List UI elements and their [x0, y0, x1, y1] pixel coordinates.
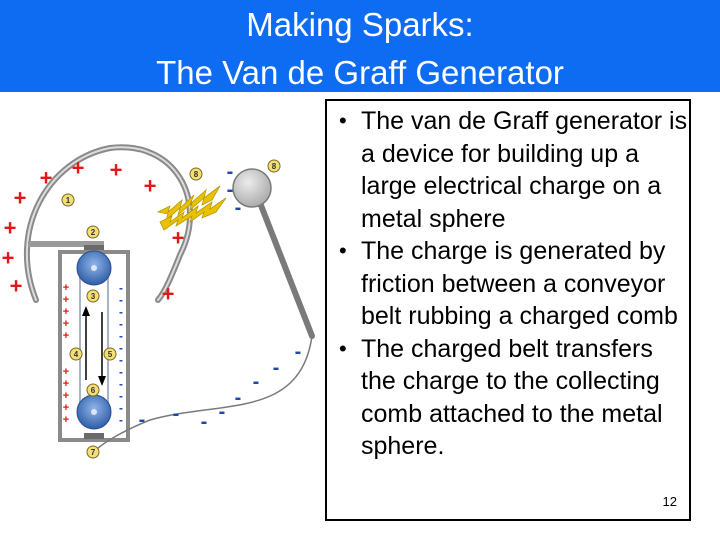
- part-label-number: 5: [108, 350, 113, 359]
- minus-charge-sign: -: [227, 179, 234, 201]
- bullet-dot: •: [339, 335, 347, 361]
- plus-charge-sign: +: [162, 282, 175, 307]
- ground-wire: [93, 335, 313, 453]
- belt-plus-sign: +: [63, 366, 69, 378]
- bullet-item: • The van de Graff generator is a device …: [339, 105, 691, 235]
- minus-charge-sign: -: [253, 371, 260, 393]
- part-label-number: 1: [66, 196, 71, 205]
- belt-minus-sign: -: [119, 293, 123, 307]
- plus-charge-sign: +: [2, 246, 15, 271]
- plus-charge-sign: +: [14, 186, 27, 211]
- part-label-number: 7: [91, 448, 96, 457]
- minus-charge-sign: -: [235, 197, 242, 219]
- belt-plus-sign: +: [63, 330, 69, 342]
- bullet-item: • The charge is generated by friction bet…: [339, 235, 691, 333]
- belt-minus-sign: -: [119, 281, 123, 295]
- belt-minus-sign: -: [119, 341, 123, 355]
- plus-charge-sign: +: [110, 158, 123, 183]
- belt-minus-sign: -: [119, 389, 123, 403]
- part-label-badge: [69, 347, 83, 361]
- bullet-dot: •: [339, 108, 347, 133]
- collecting-comb: [28, 241, 104, 247]
- belt-minus-sign: -: [119, 329, 123, 343]
- plus-charge-sign: +: [144, 174, 157, 199]
- spark: [156, 185, 227, 231]
- part-label-badge: [86, 445, 100, 459]
- minus-charge-sign: -: [235, 387, 242, 409]
- bullet-dot: •: [339, 238, 347, 263]
- plus-charge-sign: +: [10, 274, 23, 299]
- belt-plus-sign: +: [63, 414, 69, 426]
- part-label-badge: [61, 193, 75, 207]
- bullet-text-box: • The van de Graff generator is a device …: [325, 99, 691, 521]
- part-label-badge: [86, 289, 100, 303]
- bullet-text: The van de Graff generator is a device f…: [361, 107, 688, 233]
- van-de-graaff-diagram: ++++++++++++++++++++--------------------…: [2, 144, 315, 459]
- bullet-text: The charged belt transfers the charge to…: [361, 334, 663, 461]
- part-label-number: 8: [194, 170, 199, 179]
- belt-plus-sign: +: [63, 378, 69, 390]
- belt-plus-sign: +: [63, 318, 69, 330]
- page-number: 12: [662, 494, 677, 509]
- part-label-number: 4: [74, 350, 79, 359]
- belt-plus-sign: +: [63, 402, 69, 414]
- belt-minus-sign: -: [119, 353, 123, 367]
- belt-minus-sign: -: [119, 305, 123, 319]
- belt-plus-sign: +: [63, 282, 69, 294]
- belt-minus-sign: -: [119, 317, 123, 331]
- bullet-list: • The van de Graff generator is a device …: [339, 105, 691, 463]
- belt-plus-sign: +: [63, 390, 69, 402]
- belt-minus-sign: -: [119, 377, 123, 391]
- minus-charge-sign: -: [295, 341, 302, 363]
- slide-title-bar: Making Sparks: The Van de Graff Generato…: [0, 0, 720, 92]
- belt-plus-sign: +: [63, 294, 69, 306]
- belt-minus-sign: -: [119, 413, 123, 427]
- part-label-badge: [86, 383, 100, 397]
- discharge-rod: [252, 187, 315, 339]
- bullet-text: The charge is generated by friction betw…: [361, 237, 678, 330]
- plus-charge-sign: +: [72, 156, 85, 181]
- part-label-number: 6: [91, 386, 96, 395]
- slide-title-line-1: Making Sparks:: [246, 6, 474, 43]
- slide-title-line-2: The Van de Graff Generator: [156, 54, 564, 91]
- discharge-sphere: [232, 168, 272, 208]
- part-label-badge: [267, 159, 281, 173]
- belt-plus-sign: +: [63, 306, 69, 318]
- minus-charge-sign: -: [173, 403, 180, 425]
- minus-charge-sign: -: [139, 409, 146, 431]
- part-label-badge: [86, 225, 100, 239]
- plus-charge-sign: +: [4, 216, 17, 241]
- bullet-item: • The charged belt transfers the charge t…: [339, 333, 691, 463]
- part-label-number: 2: [91, 228, 96, 237]
- part-label-number: 3: [91, 292, 96, 301]
- belt-minus-sign: -: [119, 401, 123, 415]
- belt-minus-sign: -: [119, 365, 123, 379]
- minus-charge-sign: -: [201, 411, 208, 433]
- part-label-badge: [189, 167, 203, 181]
- plus-charge-sign: +: [172, 226, 185, 251]
- minus-charge-sign: -: [219, 401, 226, 423]
- part-label-number: 8: [272, 162, 277, 171]
- minus-charge-sign: -: [227, 161, 234, 183]
- minus-charge-sign: -: [273, 357, 280, 379]
- part-label-badge: [103, 347, 117, 361]
- plus-charge-sign: +: [40, 166, 53, 191]
